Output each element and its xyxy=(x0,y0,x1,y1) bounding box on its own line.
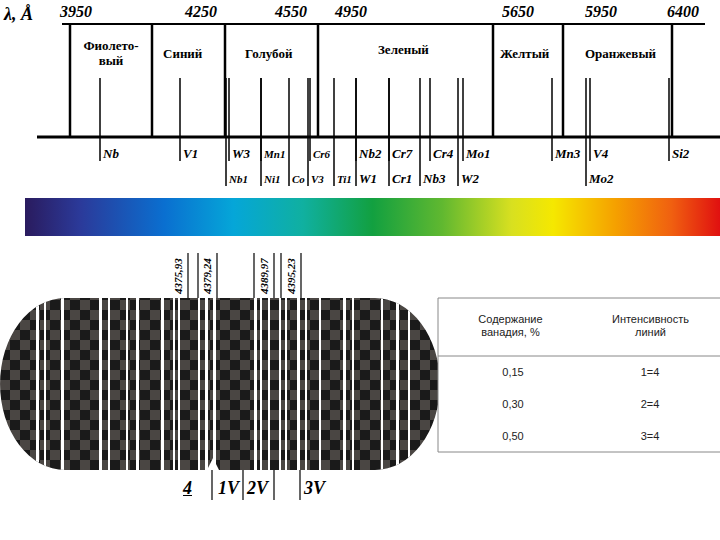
element-line-label: Cr7 xyxy=(392,146,412,161)
element-line-label: W3 xyxy=(232,146,250,161)
scale-number: 4950 xyxy=(335,3,367,21)
color-band-name: Зеленый xyxy=(378,42,429,57)
spectrogram xyxy=(0,298,440,470)
scale-number: 6400 xyxy=(667,3,699,21)
line-callout: 1V xyxy=(218,478,239,498)
element-line-label: Mn3 xyxy=(555,146,580,161)
table-cell: 0,30 xyxy=(473,398,553,411)
color-band-name: Синий xyxy=(163,46,202,61)
element-line-label: Cr4 xyxy=(433,146,453,161)
table-cell: Содержание ванадия, % xyxy=(463,313,558,339)
scale-number: 5650 xyxy=(502,3,534,21)
scale-number: 3950 xyxy=(60,3,92,21)
element-line-label: Nb2 xyxy=(359,146,381,161)
marker-triangle xyxy=(207,458,219,470)
scale-frame xyxy=(37,24,720,137)
element-line-label: Mn1 xyxy=(264,148,285,161)
wavelength-label: 4389,97 xyxy=(258,258,271,294)
table-cell: Интенсивность линий xyxy=(603,313,698,339)
wavelength-label: 4379,24 xyxy=(201,258,214,294)
element-lines xyxy=(100,78,669,186)
element-line-label: Cr1 xyxy=(392,171,412,186)
element-line-label: Ti1 xyxy=(337,173,352,186)
line-callout: 2V xyxy=(247,478,268,498)
wavelength-label: 4375,93 xyxy=(172,258,185,294)
scale-number: 4550 xyxy=(275,3,307,21)
element-line-label: Nb xyxy=(103,146,119,161)
element-line-label: Co xyxy=(292,173,305,186)
leader-lines xyxy=(188,253,301,500)
wavelength-label: 4395,23 xyxy=(285,258,298,294)
element-line-label: Mo2 xyxy=(589,171,614,186)
table-cell: 1=4 xyxy=(610,366,690,379)
element-line-label: V4 xyxy=(593,146,608,161)
element-line-label: Si2 xyxy=(672,146,689,161)
scale-number: 5950 xyxy=(585,3,617,21)
rainbow-band xyxy=(25,198,720,236)
element-line-label: V3 xyxy=(311,173,324,186)
color-band-name: Фиолето- вый xyxy=(80,38,142,68)
color-band-name: Голубой xyxy=(245,46,292,61)
line-callout: 3V xyxy=(304,478,325,498)
table-cell: 0,50 xyxy=(473,430,553,443)
element-line-label: Mo1 xyxy=(466,146,491,161)
table-cell: 2=4 xyxy=(610,398,690,411)
element-line-label: V1 xyxy=(183,146,198,161)
color-band-name: Оранжевый xyxy=(585,46,656,61)
element-line-label: Nb3 xyxy=(423,171,445,186)
element-line-label: W2 xyxy=(461,171,479,186)
scale-number: 4250 xyxy=(185,3,217,21)
element-line-label: Ni1 xyxy=(264,173,281,186)
table-cell: 0,15 xyxy=(473,366,553,379)
axis-unit: λ, Å xyxy=(4,4,33,24)
element-line-label: W1 xyxy=(359,171,377,186)
table-cell: 3=4 xyxy=(610,430,690,443)
color-band-name: Желтый xyxy=(500,46,549,61)
line-callout: 4 xyxy=(183,478,192,498)
element-line-label: Cr6 xyxy=(313,148,330,161)
element-line-label: Nb1 xyxy=(229,173,248,186)
data-table xyxy=(438,298,720,452)
